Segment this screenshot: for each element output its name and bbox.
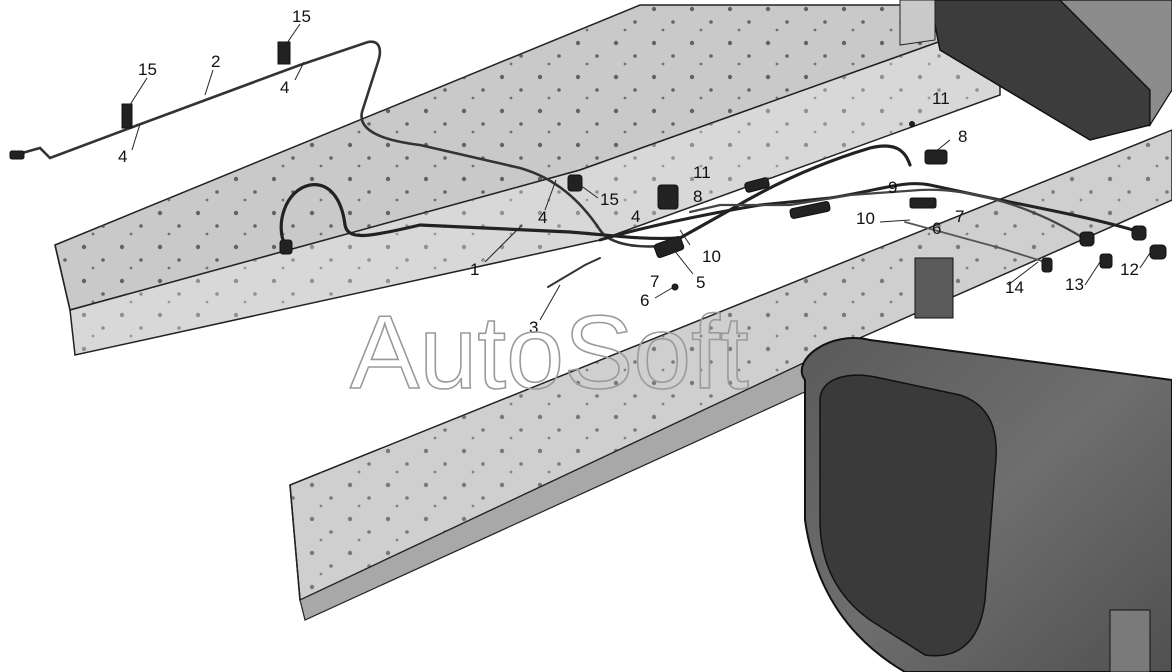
tank-fitting-12c <box>1149 244 1167 260</box>
callout-4: 4 <box>631 207 640 226</box>
fuel-hose-1 <box>279 144 912 247</box>
callout-14: 14 <box>1005 278 1024 297</box>
callout-13: 13 <box>1065 275 1084 294</box>
drain-line-3 <box>547 257 601 288</box>
callout-labels: 15 15 2 4 4 1 4 15 11 8 4 10 5 7 6 3 11 … <box>118 7 1139 337</box>
fittings <box>9 41 1167 291</box>
washer-6 <box>671 283 679 291</box>
callout-15: 15 <box>292 7 311 26</box>
callout-4: 4 <box>538 208 547 227</box>
clamp-15b <box>277 41 291 65</box>
callout-7: 7 <box>955 207 964 226</box>
callout-4: 4 <box>118 147 127 166</box>
callout-11: 11 <box>932 89 950 108</box>
callout-15: 15 <box>138 60 157 79</box>
callout-1: 1 <box>470 260 479 279</box>
frame-rail-upper <box>54 4 1001 356</box>
callout-7: 7 <box>650 272 659 291</box>
cross-member <box>899 0 1172 141</box>
fuel-filter-5 <box>653 235 685 259</box>
clamp-15c <box>567 174 583 192</box>
tank-fitting-12a <box>1079 231 1095 247</box>
bolt-11 <box>909 121 915 127</box>
tank-fitting-13 <box>1099 253 1113 269</box>
leader-lines <box>127 23 1153 321</box>
callout-15: 15 <box>600 190 619 209</box>
callout-8: 8 <box>693 187 702 206</box>
supply-line <box>688 188 1082 238</box>
tank-fitting-14 <box>1041 257 1053 273</box>
watermark: AutoSoft <box>350 295 749 411</box>
tank-fitting-12b <box>1131 225 1147 241</box>
fuel-tank <box>800 257 1172 672</box>
callout-9: 9 <box>888 178 897 197</box>
tee-fitting-9 <box>909 197 937 209</box>
hose-sleeve-a <box>744 177 770 193</box>
return-line <box>598 182 1142 242</box>
callout-6: 6 <box>640 291 649 310</box>
pipe-end-fitting <box>9 150 25 160</box>
callout-3: 3 <box>529 318 538 337</box>
hose-sleeve-b <box>789 201 831 219</box>
clamp-15a <box>121 103 133 129</box>
callout-5: 5 <box>696 273 705 292</box>
callout-11: 11 <box>693 163 711 182</box>
callout-6: 6 <box>932 219 941 238</box>
hose-end-fitting <box>279 239 293 255</box>
callout-2: 2 <box>211 52 220 71</box>
connector-8a <box>657 184 679 210</box>
callout-8: 8 <box>958 127 967 146</box>
frame-rail-lower <box>289 129 1172 621</box>
callout-10: 10 <box>856 209 875 228</box>
connector-8b <box>924 149 948 165</box>
fuel-lines <box>13 40 1142 288</box>
callout-10: 10 <box>702 247 721 266</box>
callout-12: 12 <box>1120 260 1139 279</box>
callout-4: 4 <box>280 78 289 97</box>
vent-line <box>904 221 1046 263</box>
